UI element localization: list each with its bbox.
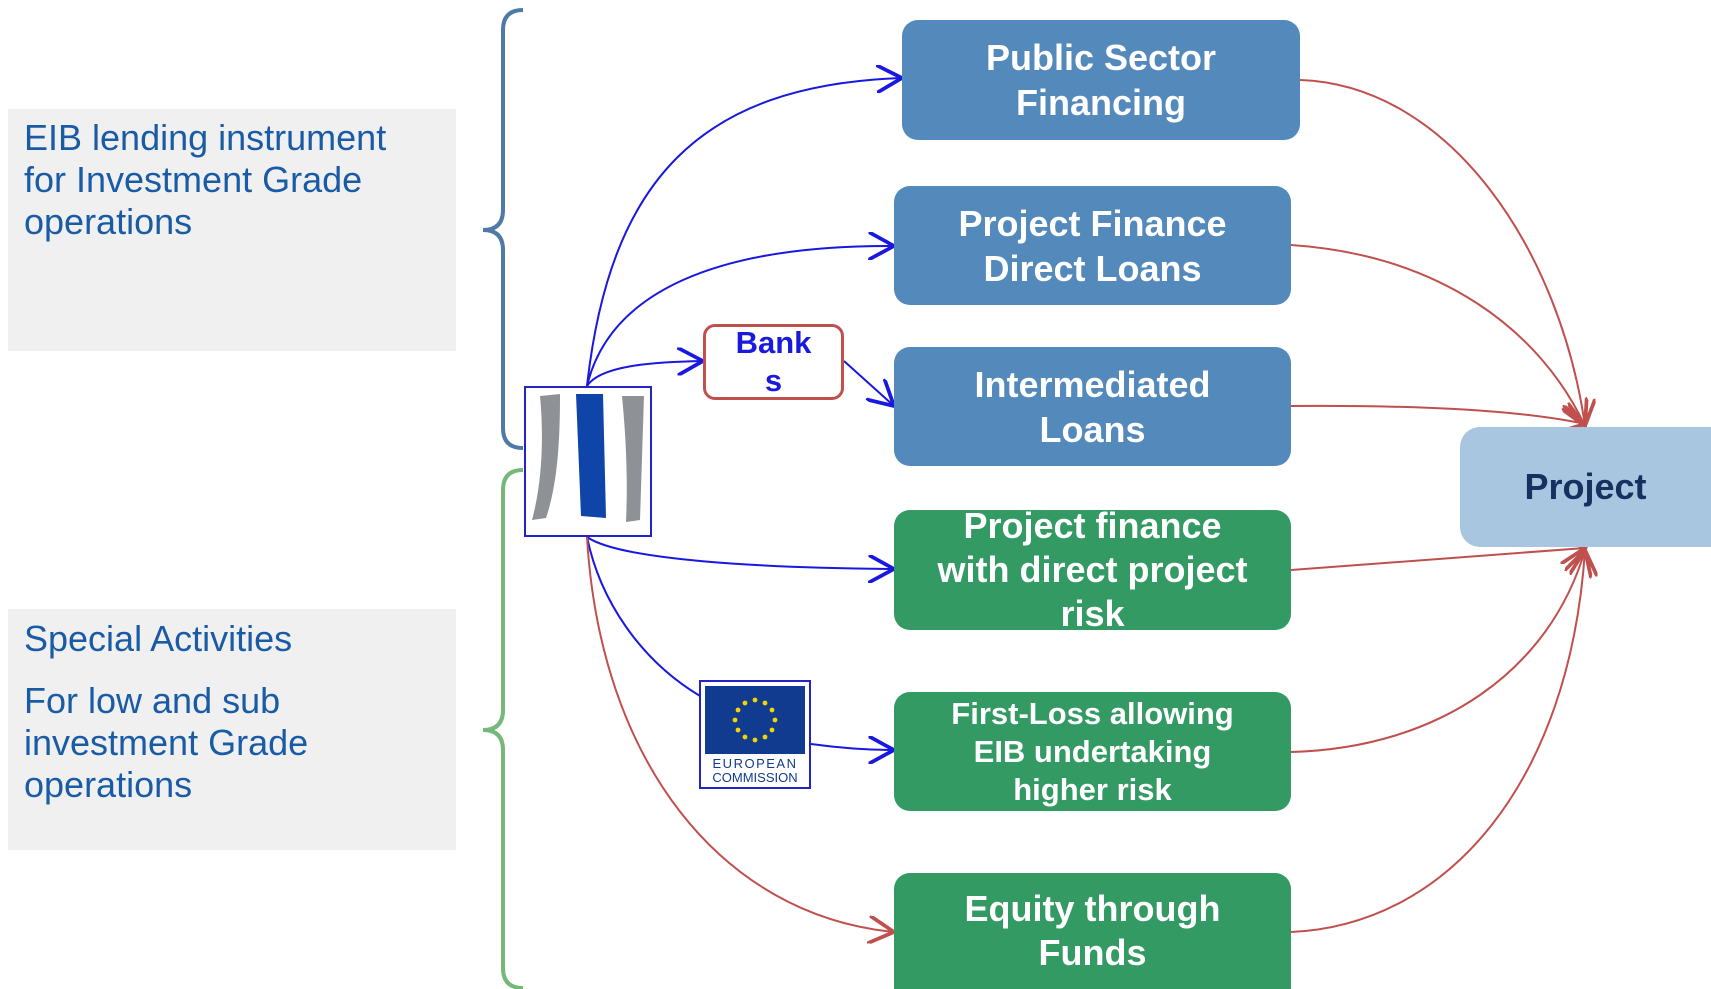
banks-node: Bank s xyxy=(703,324,844,400)
arrow-eib-risk xyxy=(586,536,894,569)
equity-through-funds-node: Equity through Funds xyxy=(894,873,1291,989)
eib-logo-mark xyxy=(532,394,644,522)
public-sector-financing-node: Public Sector Financing xyxy=(902,20,1300,140)
arrow-eib-banks xyxy=(586,361,703,387)
node-line: s xyxy=(764,363,783,398)
node-line: Public Sector xyxy=(985,37,1217,78)
panel-line: operations xyxy=(24,201,193,242)
arrow-eib-project-finance xyxy=(586,246,894,387)
investment-grade-panel: EIB lending instrument for Investment Gr… xyxy=(8,109,456,351)
special-activities-panel: Special Activities For low and sub inves… xyxy=(8,609,456,850)
ec-logo-line1: EUROPEAN xyxy=(713,756,798,771)
panel-line: For low and sub xyxy=(24,680,281,721)
project-node: Project xyxy=(1460,427,1711,547)
ec-logo-line2: COMMISSION xyxy=(712,770,797,785)
node-line: higher risk xyxy=(1013,771,1172,807)
node-line: Intermediated xyxy=(974,363,1211,405)
panel-line: investment Grade xyxy=(24,722,309,763)
project-finance-direct-loans-node: Project Finance Direct Loans xyxy=(894,186,1291,305)
arrow-equity-project xyxy=(1290,550,1585,933)
eu-flag-icon: EUROPEAN COMMISSION xyxy=(705,686,805,785)
arrow-ec-first-loss xyxy=(810,744,894,750)
node-line: First-Loss allowing xyxy=(951,695,1234,731)
european-commission-logo: EUROPEAN COMMISSION xyxy=(699,680,811,789)
node-line: EIB undertaking xyxy=(973,733,1212,769)
project-finance-risk-node: Project finance with direct project risk xyxy=(894,505,1291,634)
special-activities-brace xyxy=(482,468,524,989)
node-line: Project Finance xyxy=(958,202,1227,244)
eib-logo xyxy=(524,386,652,537)
node-line: risk xyxy=(1060,593,1125,634)
arrow-public-sector-project xyxy=(1299,79,1585,426)
first-loss-node: First-Loss allowing EIB undertaking high… xyxy=(894,692,1291,811)
arrow-intermediated-project xyxy=(1290,404,1585,424)
node-line: Funds xyxy=(1038,932,1147,973)
node-line: Project finance xyxy=(963,505,1222,546)
arrow-eib-equity xyxy=(586,536,894,932)
intermediated-loans-node: Intermediated Loans xyxy=(894,347,1291,466)
arrow-first-loss-project xyxy=(1290,550,1585,753)
node-line: Direct Loans xyxy=(983,247,1202,289)
node-line: Financing xyxy=(1016,82,1186,123)
panel-line: for Investment Grade xyxy=(24,159,363,200)
panel-line: EIB lending instrument xyxy=(24,117,387,158)
arrow-eib-ec xyxy=(586,536,701,697)
arrow-risk-project xyxy=(1290,548,1585,571)
project-label: Project xyxy=(1524,466,1647,507)
node-line: Equity through xyxy=(964,888,1221,929)
node-line: Bank xyxy=(735,325,812,360)
arrow-banks-intermediated xyxy=(843,360,894,406)
investment-grade-brace xyxy=(482,8,524,450)
panel-line: operations xyxy=(24,764,193,805)
node-line: with direct project xyxy=(937,549,1248,590)
node-line: Loans xyxy=(1039,408,1146,450)
panel-title: Special Activities xyxy=(24,618,293,659)
arrow-project-finance-project xyxy=(1290,244,1585,426)
arrow-eib-public-sector xyxy=(586,78,902,387)
